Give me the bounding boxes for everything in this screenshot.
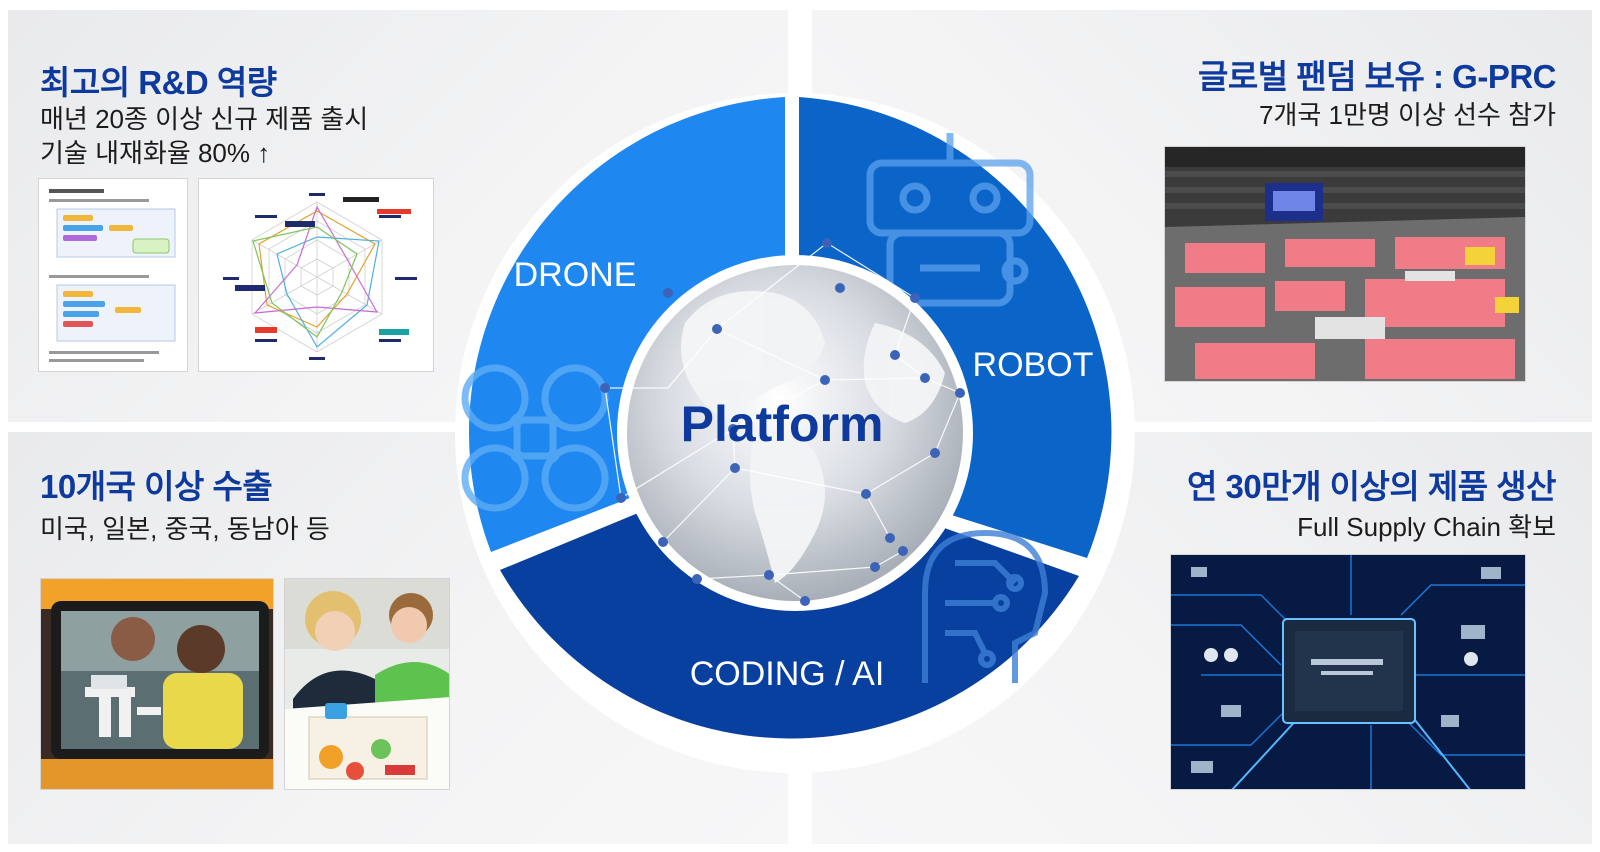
export-panel: 10개국 이상 수출 미국, 일본, 중국, 동남아 등 xyxy=(8,432,788,844)
g-prc-arena-photo xyxy=(1164,146,1526,382)
fandom-title: 글로벌 팬덤 보유 : G-PRC xyxy=(1197,58,1557,95)
production-line1: Full Supply Chain 확보 xyxy=(1297,512,1556,542)
drone-segment xyxy=(468,97,785,552)
export-line1: 미국, 일본, 중국, 동남아 등 xyxy=(40,514,330,544)
student-tablet-photo xyxy=(40,578,274,790)
coding-segment xyxy=(500,511,1079,739)
drone-icon xyxy=(461,364,609,512)
robot-icon xyxy=(866,133,1034,307)
kids-coding-board-photo xyxy=(284,578,450,790)
robot-label: ROBOT xyxy=(973,346,1094,384)
competency-radar-image xyxy=(198,178,434,372)
rnd-line1: 매년 20종 이상 신규 제품 출시 xyxy=(40,104,369,134)
platform-wheel-graphic: DRONE ROBOT CODING / AI Platform xyxy=(455,93,1135,773)
robot-segment xyxy=(799,97,1112,558)
coding-worksheet-image xyxy=(38,178,188,372)
fandom-panel: 글로벌 팬덤 보유 : G-PRC 7개국 1만명 이상 선수 참가 xyxy=(812,10,1592,422)
rnd-title: 최고의 R&D 역량 xyxy=(40,64,277,101)
fandom-line1: 7개국 1만명 이상 선수 참가 xyxy=(1258,100,1556,130)
platform-label: Platform xyxy=(681,396,884,452)
ai-head-icon xyxy=(922,529,1049,683)
globe-icon xyxy=(600,238,973,611)
drone-label: DRONE xyxy=(514,256,637,294)
platform-wheel: DRONE ROBOT CODING / AI Platform xyxy=(455,93,1135,773)
rnd-line2: 기술 내재화율 80% ↑ xyxy=(40,138,271,168)
coding-ai-label: CODING / AI xyxy=(690,655,885,693)
production-title: 연 30만개 이상의 제품 생산 xyxy=(1187,468,1556,505)
circuit-board-photo xyxy=(1170,554,1526,790)
export-title: 10개국 이상 수출 xyxy=(40,468,273,505)
